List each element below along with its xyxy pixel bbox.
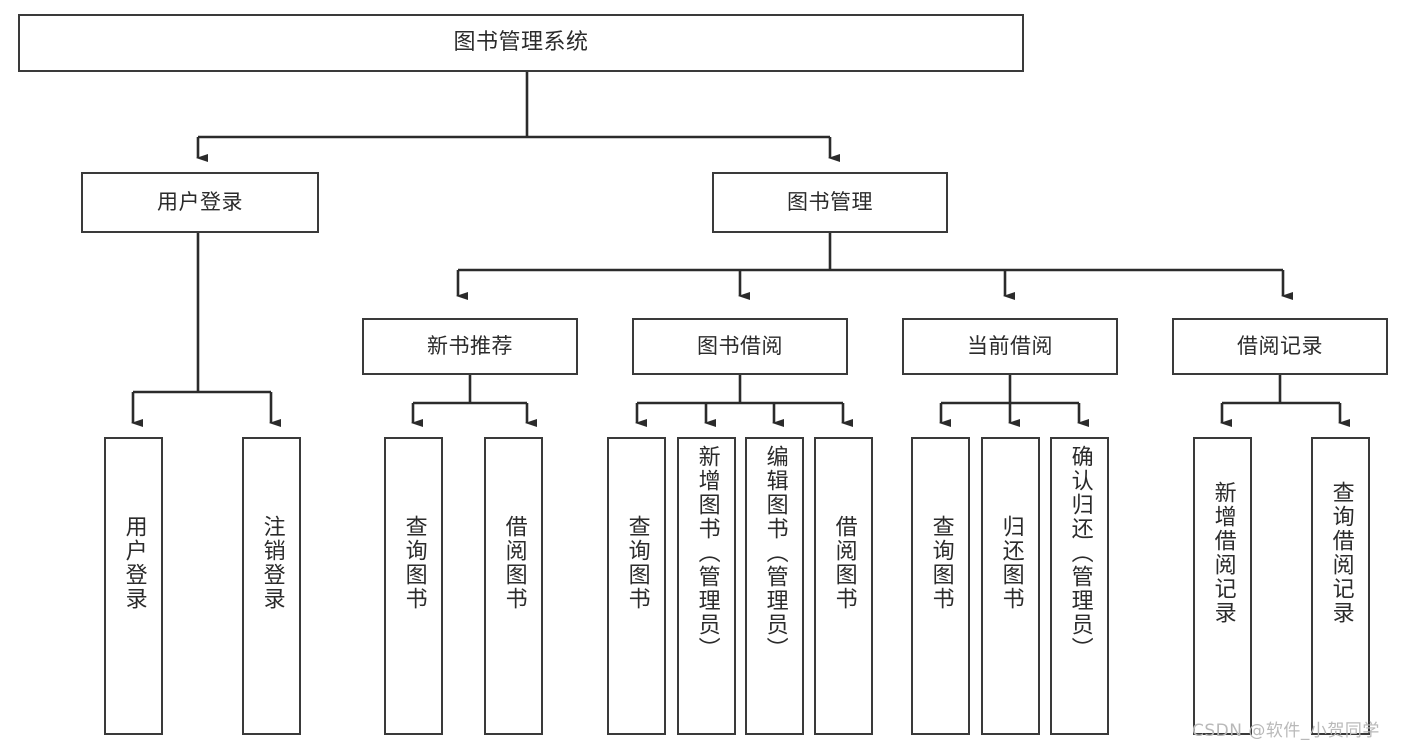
node-user-login[interactable]: 用户登录 xyxy=(81,172,319,233)
node-label: 查询图书 xyxy=(624,515,650,611)
node-label: 查询借阅记录 xyxy=(1328,481,1354,625)
node-current-borrow[interactable]: 当前借阅 xyxy=(902,318,1118,375)
node-label: 新书推荐 xyxy=(427,334,513,359)
node-label: 用户登录 xyxy=(157,190,243,215)
node-label: 归还图书 xyxy=(998,515,1024,611)
leaf-query-book-borrow[interactable]: 查询图书 xyxy=(607,437,666,735)
node-label: 新增借阅记录 xyxy=(1210,481,1236,625)
leaf-query-book-current[interactable]: 查询图书 xyxy=(911,437,970,735)
node-label: 确认归还（管理员） xyxy=(1067,445,1093,661)
node-label: 当前借阅 xyxy=(967,334,1053,359)
leaf-user-logout[interactable]: 注销登录 xyxy=(242,437,301,735)
leaf-confirm-return[interactable]: 确认归还（管理员） xyxy=(1050,437,1109,735)
node-label: 借阅记录 xyxy=(1237,334,1323,359)
node-label: 新增图书（管理员） xyxy=(694,445,720,661)
node-label: 查询图书 xyxy=(928,515,954,611)
watermark-csdn: CSDN @软件_小贺同学 xyxy=(1192,721,1380,741)
node-book-management[interactable]: 图书管理 xyxy=(712,172,948,233)
leaf-add-borrow-record[interactable]: 新增借阅记录 xyxy=(1193,437,1252,735)
leaf-edit-book[interactable]: 编辑图书（管理员） xyxy=(745,437,804,735)
node-label: 图书借阅 xyxy=(697,334,783,359)
node-label: 编辑图书（管理员） xyxy=(762,445,788,661)
node-label: 注销登录 xyxy=(259,515,285,611)
node-label: 用户登录 xyxy=(121,515,147,611)
node-label: 图书管理系统 xyxy=(453,30,589,56)
leaf-borrow-book-recommend[interactable]: 借阅图书 xyxy=(484,437,543,735)
node-label: 图书管理 xyxy=(787,190,873,215)
leaf-borrow-book[interactable]: 借阅图书 xyxy=(814,437,873,735)
node-label: 查询图书 xyxy=(401,515,427,611)
node-label: 借阅图书 xyxy=(501,515,527,611)
leaf-query-borrow-record[interactable]: 查询借阅记录 xyxy=(1311,437,1370,735)
leaf-return-book[interactable]: 归还图书 xyxy=(981,437,1040,735)
leaf-add-book[interactable]: 新增图书（管理员） xyxy=(677,437,736,735)
node-borrow-record[interactable]: 借阅记录 xyxy=(1172,318,1388,375)
leaf-query-book-recommend[interactable]: 查询图书 xyxy=(384,437,443,735)
node-root-system[interactable]: 图书管理系统 xyxy=(18,14,1024,72)
node-book-borrow[interactable]: 图书借阅 xyxy=(632,318,848,375)
node-new-book-recommend[interactable]: 新书推荐 xyxy=(362,318,578,375)
leaf-user-login[interactable]: 用户登录 xyxy=(104,437,163,735)
node-label: 借阅图书 xyxy=(831,515,857,611)
